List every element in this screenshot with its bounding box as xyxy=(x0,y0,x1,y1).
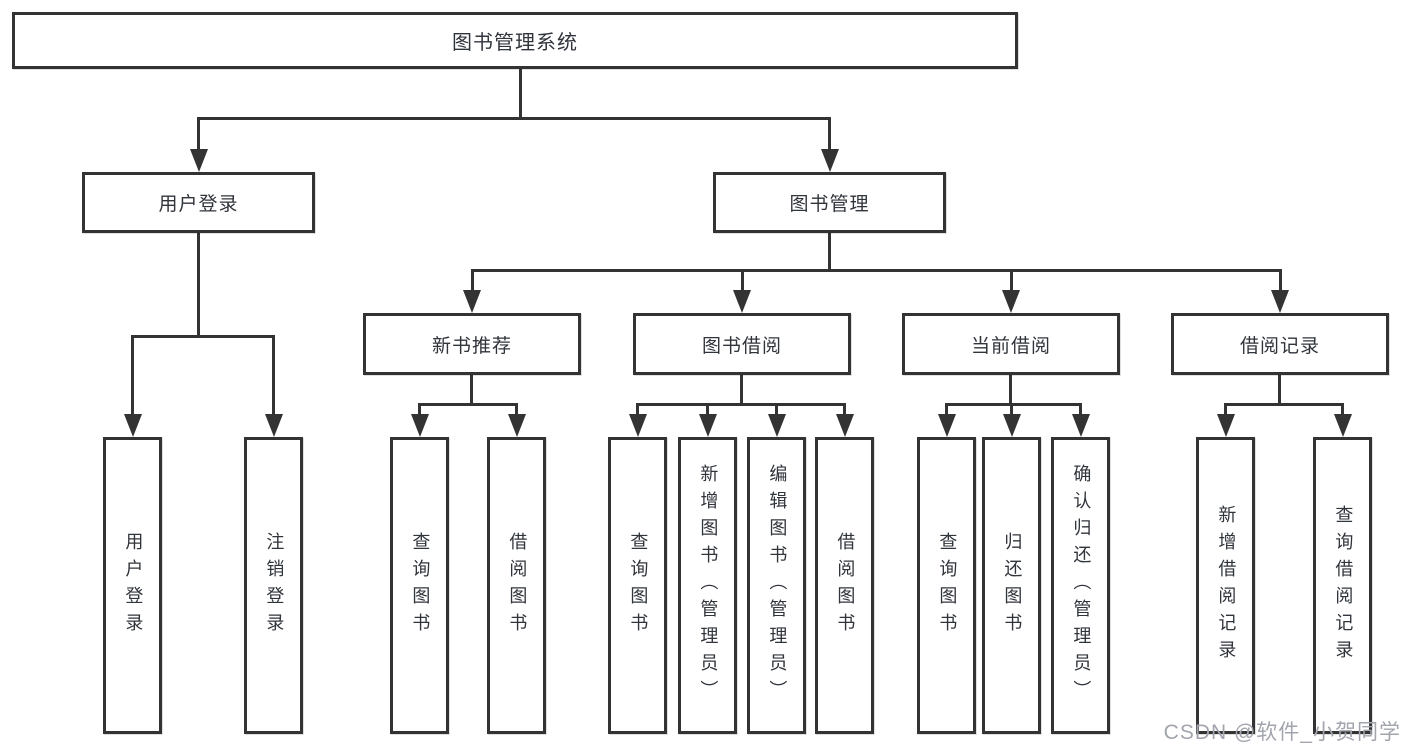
leaf-br-add-record: 新增借阅记录 xyxy=(1196,437,1255,734)
leaf-bb-edit-books-admin-label: 编辑图书（管理员） xyxy=(767,464,788,707)
leaf-nbr-query-books: 查询图书 xyxy=(390,437,449,734)
arrow-down-icon-cb-confirm xyxy=(1072,414,1090,437)
node-user-login: 用户登录 xyxy=(82,172,315,233)
connector-book-borrow-split xyxy=(636,403,846,406)
connector-cb-query-drop xyxy=(945,403,948,417)
node-book-borrowing: 图书借阅 xyxy=(633,313,851,375)
connector-br-query-drop xyxy=(1341,403,1344,417)
csdn-watermark: CSDN @软件_小贺同学 xyxy=(1163,721,1401,744)
leaf-nbr-borrow-books: 借阅图书 xyxy=(487,437,546,734)
connector-current-borrow-drop xyxy=(1010,269,1013,293)
leaf-bb-add-books-admin: 新增图书（管理员） xyxy=(678,437,737,734)
arrow-down-icon-current-borrow xyxy=(1002,290,1020,313)
arrow-down-icon-bb-edit xyxy=(768,414,786,437)
leaf-user-login: 用户登录 xyxy=(103,437,162,734)
connector-br-add-drop xyxy=(1224,403,1227,417)
leaf-br-query-record: 查询借阅记录 xyxy=(1313,437,1372,734)
node-library-management-system-label: 图书管理系统 xyxy=(452,32,578,54)
arrow-down-icon-leaf-logout xyxy=(265,414,283,437)
leaf-nbr-borrow-books-label: 借阅图书 xyxy=(507,531,528,640)
connector-level3-hline xyxy=(471,269,1282,272)
leaf-bb-add-books-admin-label: 新增图书（管理员） xyxy=(698,464,719,707)
connector-new-book-drop xyxy=(471,269,474,293)
leaf-cb-confirm-return-admin-label: 确认归还（管理员） xyxy=(1071,464,1092,707)
connector-root-drop xyxy=(519,69,522,120)
arrow-down-icon-new-book xyxy=(463,290,481,313)
arrow-down-icon-book-borrow xyxy=(733,290,751,313)
node-new-book-recommend: 新书推荐 xyxy=(363,313,581,375)
arrow-down-icon-br-query xyxy=(1334,414,1352,437)
leaf-bb-edit-books-admin: 编辑图书（管理员） xyxy=(747,437,806,734)
arrow-down-icon-bb-borrow xyxy=(836,414,854,437)
node-new-book-recommend-label: 新书推荐 xyxy=(431,335,512,357)
leaf-cb-confirm-return-admin: 确认归还（管理员） xyxy=(1051,437,1110,734)
connector-borrow-records-drop xyxy=(1279,269,1282,293)
leaf-cb-return-books: 归还图书 xyxy=(982,437,1041,734)
arrow-down-icon-nbr-borrow xyxy=(508,414,526,437)
leaf-cb-query-books-label: 查询图书 xyxy=(937,531,958,640)
connector-current-borrow-split xyxy=(945,403,1082,406)
node-book-borrowing-label: 图书借阅 xyxy=(701,335,782,357)
connector-bb-add-drop xyxy=(706,403,709,417)
connector-cb-return-drop xyxy=(1010,403,1013,417)
connector-leaf-user-login-drop xyxy=(131,335,134,417)
arrow-down-icon-bb-query xyxy=(629,414,647,437)
connector-nbr-borrow-drop xyxy=(515,403,518,417)
connector-new-book-split xyxy=(418,403,518,406)
node-library-management-system: 图书管理系统 xyxy=(12,12,1018,69)
leaf-br-query-record-label: 查询借阅记录 xyxy=(1333,504,1354,667)
node-book-management-label: 图书管理 xyxy=(789,194,870,215)
leaf-cb-return-books-label: 归还图书 xyxy=(1002,531,1023,640)
arrow-down-icon-nbr-query xyxy=(411,414,429,437)
node-borrow-records: 借阅记录 xyxy=(1171,313,1389,375)
arrow-down-icon-borrow-records xyxy=(1271,290,1289,313)
leaf-logout-label: 注销登录 xyxy=(264,531,285,640)
leaf-br-add-record-label: 新增借阅记录 xyxy=(1216,504,1237,667)
connector-nbr-query-drop xyxy=(418,403,421,417)
leaf-bb-borrow-books: 借阅图书 xyxy=(815,437,874,734)
leaf-bb-borrow-books-label: 借阅图书 xyxy=(835,531,856,640)
leaf-logout: 注销登录 xyxy=(244,437,303,734)
leaf-bb-query-books-label: 查询图书 xyxy=(628,531,649,640)
connector-user-login-stem xyxy=(197,232,200,337)
connector-book-borrow-stem xyxy=(740,375,743,405)
connector-new-book-stem xyxy=(470,375,473,405)
connector-borrow-records-stem xyxy=(1278,375,1281,405)
connector-bb-borrow-drop xyxy=(843,403,846,417)
connector-bb-edit-drop xyxy=(775,403,778,417)
connector-cb-confirm-drop xyxy=(1079,403,1082,417)
arrow-down-icon-user-login xyxy=(190,149,208,172)
arrow-down-icon-bb-add xyxy=(699,414,717,437)
connector-book-management-stem xyxy=(828,232,831,271)
connector-bb-query-drop xyxy=(636,403,639,417)
arrow-down-icon-br-add xyxy=(1217,414,1235,437)
node-current-borrowing: 当前借阅 xyxy=(902,313,1120,375)
arrow-down-icon-cb-query xyxy=(938,414,956,437)
connector-level2-hline xyxy=(197,117,831,120)
leaf-bb-query-books: 查询图书 xyxy=(608,437,667,734)
leaf-cb-query-books: 查询图书 xyxy=(917,437,976,734)
arrow-down-icon-leaf-user-login xyxy=(124,414,142,437)
connector-user-login-split xyxy=(131,335,275,338)
arrow-down-icon-book-management xyxy=(821,149,839,172)
connector-borrow-records-split xyxy=(1224,403,1344,406)
connector-user-login-drop xyxy=(197,117,200,152)
connector-current-borrow-stem xyxy=(1009,375,1012,405)
leaf-user-login-label: 用户登录 xyxy=(123,531,144,640)
node-user-login-label: 用户登录 xyxy=(158,194,239,215)
connector-book-borrow-drop xyxy=(741,269,744,293)
node-current-borrowing-label: 当前借阅 xyxy=(970,335,1051,357)
connector-book-management-drop xyxy=(828,117,831,152)
node-borrow-records-label: 借阅记录 xyxy=(1239,335,1320,357)
connector-leaf-logout-drop xyxy=(272,335,275,417)
node-book-management: 图书管理 xyxy=(713,172,946,233)
leaf-nbr-query-books-label: 查询图书 xyxy=(410,531,431,640)
arrow-down-icon-cb-return xyxy=(1003,414,1021,437)
